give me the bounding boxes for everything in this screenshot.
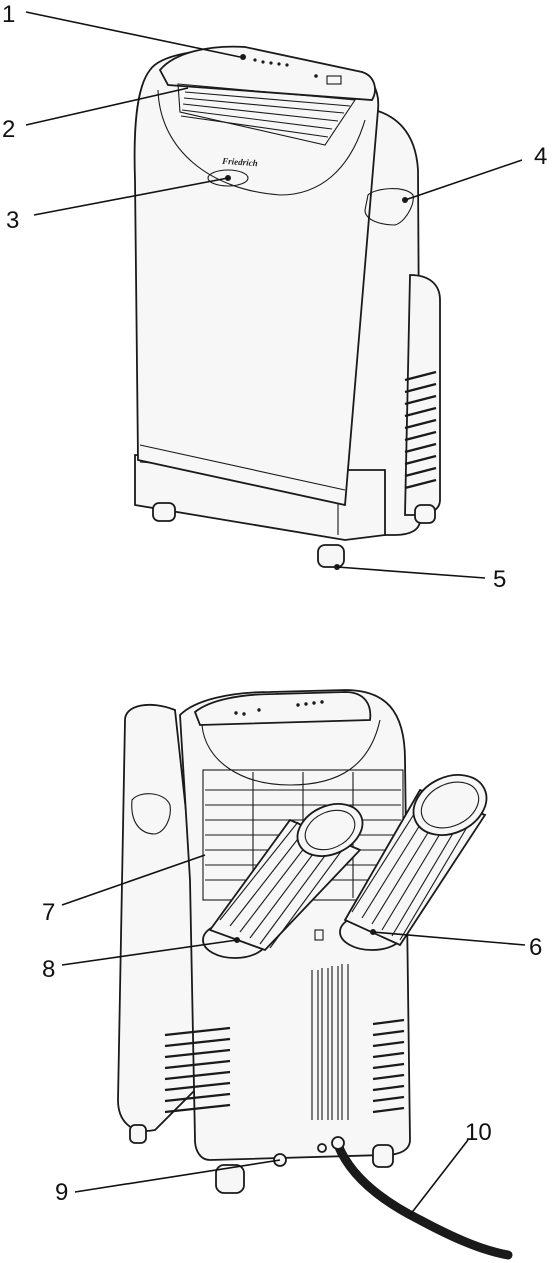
- callout-7: 7: [42, 899, 55, 926]
- callout-2: 2: [2, 116, 15, 143]
- front-view-unit: Friedrich: [135, 47, 440, 570]
- callout-10: 10: [465, 1119, 492, 1146]
- callout-6: 6: [529, 934, 542, 961]
- callout-4: 4: [534, 143, 547, 170]
- rear-view-unit: [118, 690, 508, 1255]
- callout-8: 8: [42, 956, 55, 983]
- callout-1: 1: [2, 1, 15, 28]
- callout-9: 9: [55, 1179, 68, 1206]
- callout-3: 3: [6, 207, 19, 234]
- callout-5: 5: [493, 566, 506, 593]
